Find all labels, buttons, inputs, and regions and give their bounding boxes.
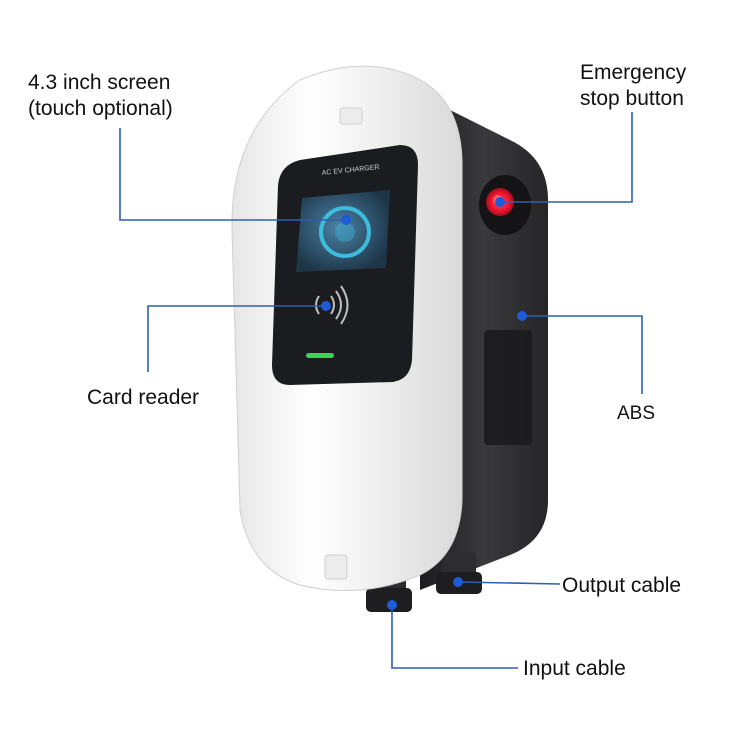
screen-label-line2: (touch optional) — [28, 97, 173, 121]
callout-label-input-cable: Input cable — [523, 657, 626, 680]
estop-label-line2: stop button — [580, 87, 684, 111]
callout-line-screen — [119, 128, 346, 221]
estop-label-line1: Emergency — [580, 61, 687, 84]
callout-line-estop — [500, 112, 633, 203]
dot-screen — [341, 215, 351, 225]
callout-line-card — [147, 305, 326, 372]
emergency-stop-button — [479, 175, 531, 235]
display-screen — [296, 190, 390, 272]
status-led — [306, 353, 334, 358]
top-tab — [339, 107, 363, 125]
output-cable-gland — [436, 552, 482, 594]
callout-line-output — [457, 581, 561, 585]
screen-charge-ring — [319, 206, 371, 258]
bottom-tab — [324, 554, 348, 580]
dot-estop — [495, 197, 505, 207]
dot-output — [453, 577, 463, 587]
callout-label-output-cable: Output cable — [562, 574, 682, 597]
dot-abs — [517, 311, 527, 321]
callout-label-card-reader: Card reader — [87, 386, 200, 409]
callout-label-abs: ABS — [617, 403, 656, 424]
dot-card — [321, 301, 331, 311]
dot-input — [387, 600, 397, 610]
callout-label-screen: 4.3 inch screen (touch optional) — [28, 70, 173, 123]
callout-lines — [119, 112, 643, 669]
callout-line-input — [391, 605, 518, 669]
screen-label-line1: 4.3 inch screen — [28, 71, 171, 94]
side-recess-panel — [484, 330, 532, 445]
callout-line-abs — [522, 315, 643, 394]
callout-dots — [321, 197, 527, 610]
callout-label-emergency-stop: Emergency stop button — [580, 60, 686, 113]
